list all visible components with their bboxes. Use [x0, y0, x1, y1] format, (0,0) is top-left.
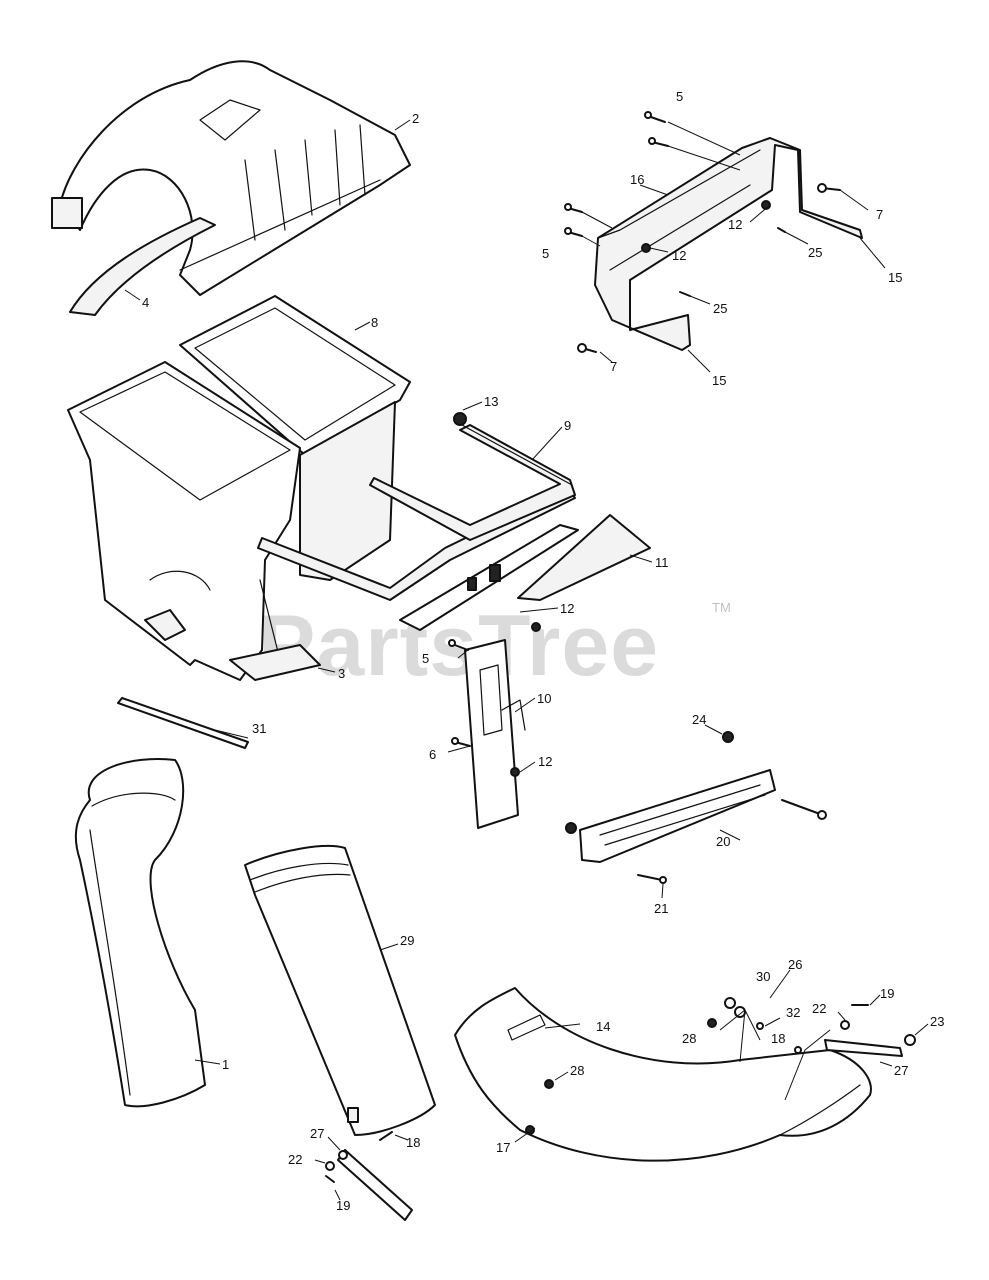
callout-26: 26 — [788, 957, 802, 972]
callout-5-left: 5 — [542, 246, 549, 261]
callout-12-right: 12 — [728, 217, 742, 232]
callout-25-right: 25 — [808, 245, 822, 260]
callout-19-right: 19 — [880, 986, 894, 1001]
callout-12-frame: 12 — [560, 601, 574, 616]
callout-5-frame: 5 — [422, 651, 429, 666]
callout-labels: 2 4 8 3 9 13 11 10 12 12 5 16 12 5 12 7 … — [142, 89, 944, 1213]
callout-17: 17 — [496, 1140, 510, 1155]
callout-11: 11 — [655, 555, 669, 570]
callout-18-right: 18 — [771, 1031, 785, 1046]
callout-4: 4 — [142, 295, 149, 310]
mounting-bracket-part-16[interactable] — [594, 137, 863, 351]
callout-18-left: 18 — [406, 1135, 420, 1150]
callout-5-top: 5 — [676, 89, 683, 104]
callout-10: 10 — [537, 691, 551, 706]
grass-bag-left[interactable] — [67, 361, 301, 681]
callout-16: 16 — [630, 172, 644, 187]
callout-12-plate: 12 — [538, 754, 552, 769]
callout-27-right: 27 — [894, 1063, 908, 1078]
callout-15-left: 15 — [712, 373, 726, 388]
callout-1: 1 — [222, 1057, 229, 1072]
callout-23: 23 — [930, 1014, 944, 1029]
arm-part-27-right[interactable] — [824, 1039, 903, 1057]
bag-adapter-part-3[interactable] — [229, 644, 321, 681]
callout-25-left: 25 — [713, 301, 727, 316]
rod-part-31[interactable] — [117, 697, 249, 749]
chute-deflector-part-14[interactable] — [454, 987, 872, 1162]
callout-15-right: 15 — [888, 270, 902, 285]
callout-22-left: 22 — [288, 1152, 302, 1167]
callout-32: 32 — [786, 1005, 800, 1020]
callout-27-left: 27 — [310, 1126, 324, 1141]
callout-9: 9 — [564, 418, 571, 433]
discharge-chute-part-1[interactable] — [74, 758, 206, 1108]
callout-14: 14 — [596, 1019, 610, 1034]
callout-12-left: 12 — [672, 248, 686, 263]
cover-flap-part-4[interactable] — [69, 217, 216, 316]
rod-part-11[interactable] — [517, 514, 651, 601]
hardware-fasteners — [325, 111, 916, 1183]
leader-lines — [124, 119, 929, 1201]
callout-8: 8 — [371, 315, 378, 330]
callout-21: 21 — [654, 901, 668, 916]
callout-19-left: 19 — [336, 1198, 350, 1213]
callout-3: 3 — [338, 666, 345, 681]
bumper-part-20[interactable] — [579, 769, 776, 863]
bag-cover-part-2[interactable] — [51, 60, 411, 296]
callout-28-left: 28 — [570, 1063, 584, 1078]
callout-7-left: 7 — [610, 359, 617, 374]
callout-7-right: 7 — [876, 207, 883, 222]
callout-22-right: 22 — [812, 1001, 826, 1016]
callout-20: 20 — [716, 834, 730, 849]
callout-29: 29 — [400, 933, 414, 948]
callout-2: 2 — [412, 111, 419, 126]
cap-part-13[interactable] — [453, 412, 467, 426]
callout-30: 30 — [756, 969, 770, 984]
trademark-mark: TM — [712, 600, 731, 615]
callout-31: 31 — [252, 721, 266, 736]
latch-arm-part-27-left[interactable] — [337, 1149, 413, 1221]
bracket-plate-part-10[interactable] — [464, 639, 526, 829]
callout-28-right: 28 — [682, 1031, 696, 1046]
callout-24: 24 — [692, 712, 706, 727]
bag-support-frame-part-9[interactable] — [257, 417, 579, 631]
callout-13: 13 — [484, 394, 498, 409]
chute-tube-part-29[interactable] — [244, 845, 436, 1136]
grass-bag-part-8[interactable] — [179, 295, 411, 581]
callout-6: 6 — [429, 747, 436, 762]
